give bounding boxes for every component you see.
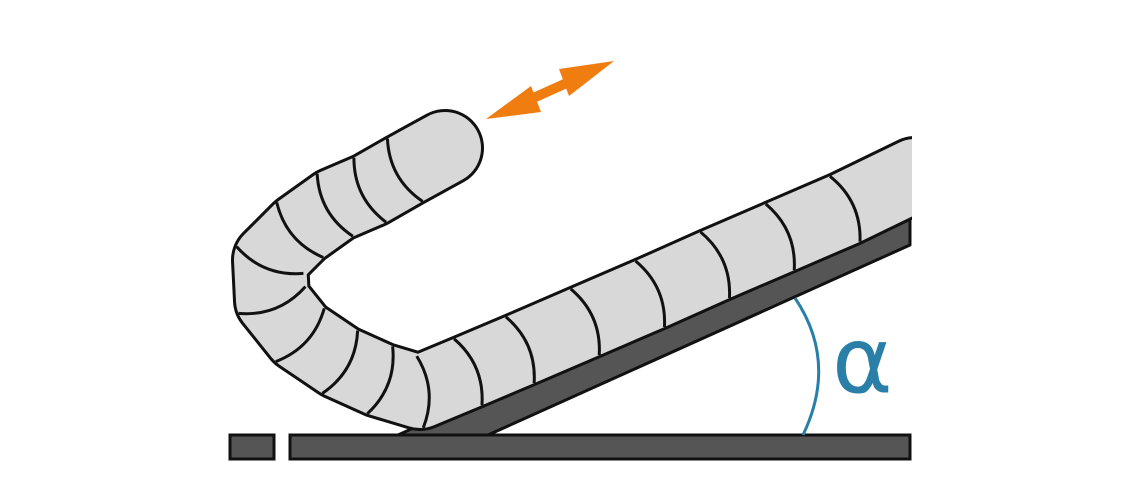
chain-link-joint [238, 285, 307, 316]
chain-link-joint [275, 202, 324, 259]
angle-arc [793, 297, 821, 436]
chain-link-joint [275, 307, 326, 364]
chain-link-joint [235, 245, 304, 276]
chain-link-joint [321, 330, 360, 395]
chain-link-joint [315, 173, 354, 238]
base-plate-main [288, 433, 912, 461]
chain-link-joint [699, 230, 731, 299]
chain-link-joint [385, 138, 424, 203]
cable-carrier-chain [231, 109, 912, 431]
angle-alpha-label: α [832, 307, 893, 414]
chain-link-joint [352, 157, 388, 224]
chain-link-joint [569, 287, 601, 356]
chain-link-joint [415, 355, 431, 429]
double-headed-arrow-icon [486, 61, 614, 119]
chain-link-joint [634, 259, 666, 328]
base-plate-left [228, 433, 276, 461]
chain-link-joint [366, 346, 395, 415]
chain-body [234, 112, 912, 428]
chain-link-joint [504, 315, 536, 384]
chain-link-joint [764, 202, 796, 271]
chain-link-joint [829, 175, 862, 242]
chain-link-joint [453, 337, 484, 406]
